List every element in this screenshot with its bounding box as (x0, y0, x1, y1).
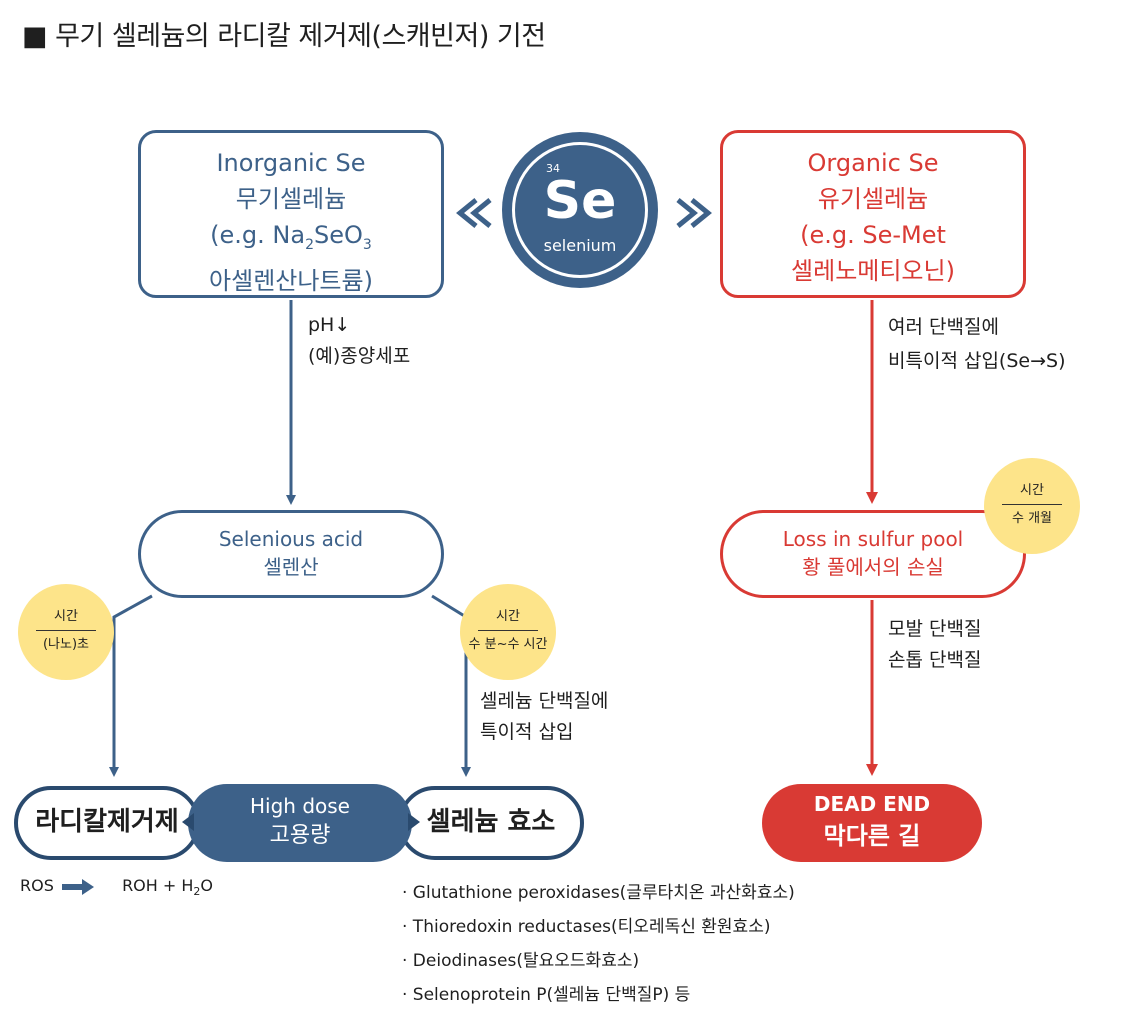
inorganic-ko-name: 아셀렌산나트륨) (209, 266, 373, 295)
arrow-right-icon (408, 813, 420, 831)
selenious-ko: 셀렌산 (263, 555, 319, 579)
high-dose-en: High dose (250, 794, 350, 818)
selenium-element-circle: 34 Se selenium (502, 132, 658, 288)
dead-end-ko: 막다른 길 (823, 822, 921, 850)
sulfur-pool-loss-pill: Loss in sulfur pool 황 풀에서의 손실 (720, 510, 1026, 598)
inorganic-eg: (e.g. Na2SeO3 (210, 221, 372, 253)
organic-en: Organic Se (807, 149, 939, 177)
page-title: ■ 무기 셀레늄의 라디칼 제거제(스캐빈저) 기전 (22, 21, 546, 52)
enzyme-list-item: · Glutathione peroxidases(글루타치온 과산화효소) (402, 883, 795, 903)
selenious-acid-pill: Selenious acid 셀렌산 (138, 510, 444, 598)
organic-eg: (e.g. Se-Met (800, 221, 946, 249)
selenoprotein-insertion-label: 셀레늄 단백질에 특이적 삽입 (480, 690, 609, 743)
organic-ko-name: 셀레노메티오닌) (791, 257, 955, 285)
selenious-en: Selenious acid (218, 527, 364, 551)
enzyme-list-item: · Selenoprotein P(셀레늄 단백질P) 등 (402, 985, 691, 1005)
dead-end-pill: DEAD END 막다른 길 (762, 784, 982, 862)
enzyme-list-item: · Thioredoxin reductases(티오레독신 환원효소) (402, 917, 771, 937)
atomic-number: 34 (546, 162, 560, 175)
inorganic-en: Inorganic Se (216, 149, 366, 177)
nonspecific-insertion-label: 여러 단백질에 비특이적 삽입(Se→S) (888, 316, 1066, 372)
loss-ko: 황 풀에서의 손실 (802, 555, 944, 579)
double-chevron-right-icon (676, 198, 712, 228)
hair-nail-protein-label: 모발 단백질 손톱 단백질 (888, 618, 982, 671)
element-symbol: Se (543, 171, 617, 231)
ros-arrow-icon (62, 879, 94, 895)
organic-se-box: Organic Se 유기셀레늄 (e.g. Se-Met 셀레노메티오닌) (720, 130, 1026, 298)
loss-en: Loss in sulfur pool (782, 527, 964, 551)
double-chevron-left-icon (456, 198, 492, 228)
ros-reaction: ROS ROH + H2O (20, 876, 214, 899)
selenium-enzyme-pill: 셀레늄 효소 (398, 786, 584, 860)
dead-end-en: DEAD END (813, 792, 931, 816)
inorganic-se-box: Inorganic Se 무기셀레늄 (e.g. Na2SeO3 아셀렌산나트륨… (138, 130, 444, 298)
high-dose-ko: 고용량 (269, 823, 331, 848)
arrow-left-icon (182, 813, 194, 831)
radical-scavenger-pill: 라디칼제거제 (14, 786, 200, 860)
high-dose-pill: High dose 고용량 (188, 784, 412, 862)
enzyme-list-item: · Deiodinases(탈요오드화효소) (402, 951, 640, 971)
time-badge-nanoseconds: 시간(나노)초 (18, 584, 114, 680)
inorganic-ko: 무기셀레늄 (235, 185, 347, 213)
ph-label: pH↓ (예)종양세포 (308, 314, 411, 367)
element-name: selenium (543, 236, 617, 255)
organic-ko: 유기셀레늄 (817, 185, 929, 213)
arrow-selenious-to-radical (109, 594, 153, 777)
